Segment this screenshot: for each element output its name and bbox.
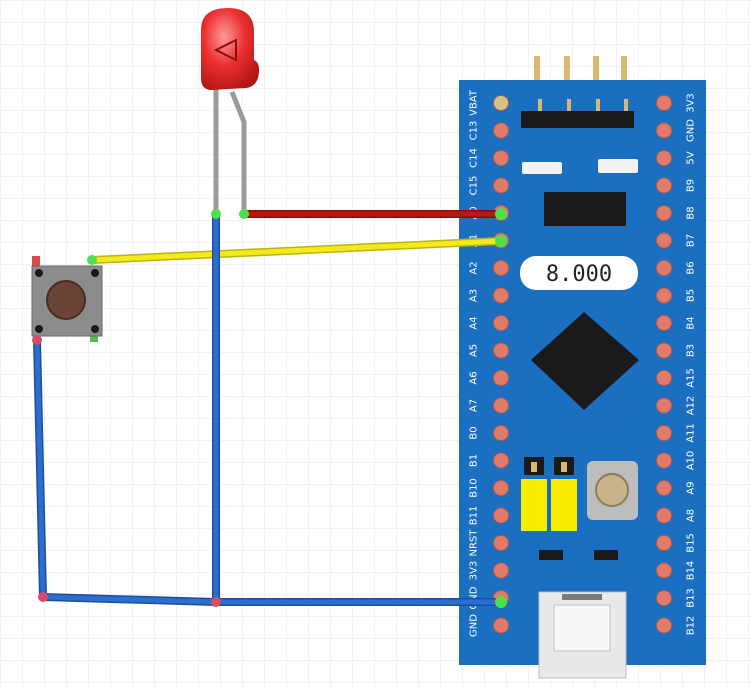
button-cap <box>46 280 86 320</box>
right-pin-hole[interactable] <box>656 287 672 304</box>
right-pin-label: 3V3 <box>686 93 697 113</box>
left-pin-label: A7 <box>469 399 480 412</box>
left-pin-hole[interactable] <box>493 397 509 414</box>
jumper-cap <box>521 479 547 531</box>
crystal-display <box>520 256 638 290</box>
right-pin-hole[interactable] <box>656 315 672 331</box>
right-pin-label: B13 <box>686 588 697 608</box>
right-pin-hole[interactable] <box>656 370 672 386</box>
right-pin-label: B3 <box>686 344 697 357</box>
left-pin-label: B0 <box>469 426 480 439</box>
right-pin-hole[interactable] <box>656 562 672 579</box>
right-pin-hole[interactable] <box>656 260 672 276</box>
right-pin-label: B14 <box>686 561 697 581</box>
right-pin-holes <box>656 95 672 634</box>
left-pin-hole[interactable] <box>493 507 509 524</box>
right-pin-label: B7 <box>686 234 697 247</box>
microcontroller-chip-icon <box>531 312 639 410</box>
right-pin-label: A10 <box>686 451 697 471</box>
left-pin-label: GND <box>469 614 480 637</box>
right-pin-hole[interactable] <box>656 480 672 496</box>
left-pin-label: C15 <box>469 176 480 196</box>
led-inner <box>213 38 237 62</box>
left-pin-hole[interactable] <box>493 480 509 496</box>
right-pin-hole[interactable] <box>656 397 672 414</box>
left-pin-hole[interactable] <box>493 535 509 551</box>
left-pin-label: B10 <box>469 478 480 498</box>
left-pin-label: A3 <box>469 289 480 302</box>
left-pin-label: A4 <box>469 316 480 329</box>
left-pin-hole[interactable] <box>493 150 509 166</box>
right-pin-label: B4 <box>686 316 697 329</box>
right-pin-hole[interactable] <box>656 205 672 221</box>
left-pin-label: NRST <box>469 529 480 557</box>
left-pin-hole[interactable] <box>493 260 509 276</box>
wire-endpoints <box>32 208 507 608</box>
left-pin-hole[interactable] <box>493 177 509 194</box>
left-pin-label: 3V3 <box>469 561 480 581</box>
led-body <box>201 8 259 90</box>
left-pin-hole[interactable] <box>493 452 509 469</box>
right-pin-label: A8 <box>686 509 697 522</box>
display-value: 8.000 <box>546 262 612 287</box>
right-pin-hole[interactable] <box>656 507 672 524</box>
regulator-chip <box>544 192 626 226</box>
left-pin-label: A6 <box>469 371 480 384</box>
smd-resistor <box>522 162 562 174</box>
header-block <box>521 111 634 128</box>
right-pin-label: B8 <box>686 206 697 219</box>
reset-button-cap[interactable] <box>595 473 629 507</box>
left-pin-hole[interactable] <box>493 122 509 139</box>
right-pin-hole[interactable] <box>656 232 672 249</box>
left-pin-hole[interactable] <box>493 315 509 331</box>
right-pin-hole[interactable] <box>656 342 672 359</box>
left-pin-label: VBAT <box>469 89 480 116</box>
right-pin-hole[interactable] <box>656 150 672 166</box>
left-pin-hole[interactable] <box>493 562 509 579</box>
right-pin-label: B6 <box>686 261 697 274</box>
right-pin-label: A15 <box>686 368 697 388</box>
red-led-icon[interactable] <box>201 8 259 214</box>
right-pin-hole[interactable] <box>656 535 672 551</box>
left-pin-label: A2 <box>469 261 480 274</box>
left-pin-hole[interactable] <box>493 95 509 111</box>
smd-resistor <box>598 159 638 173</box>
left-pin-label: A5 <box>469 344 480 357</box>
right-pin-label: A11 <box>686 423 697 443</box>
left-pin-label: C13 <box>469 121 480 141</box>
left-pin-hole[interactable] <box>493 425 509 441</box>
jumper-cap <box>551 479 577 531</box>
right-pin-hole[interactable] <box>656 452 672 469</box>
right-pin-label: 5V <box>686 151 697 164</box>
right-pin-label: B9 <box>686 179 697 192</box>
right-pin-hole[interactable] <box>656 95 672 111</box>
right-pin-label: A9 <box>686 481 697 494</box>
right-pin-label: GND <box>686 119 697 142</box>
right-pin-hole[interactable] <box>656 590 672 606</box>
left-pin-hole[interactable] <box>493 342 509 359</box>
right-pin-hole[interactable] <box>656 617 672 634</box>
left-pin-hole[interactable] <box>493 287 509 304</box>
left-pin-label: B1 <box>469 454 480 467</box>
right-pin-hole[interactable] <box>656 425 672 441</box>
right-pin-label: B12 <box>686 616 697 636</box>
left-pin-label: B11 <box>469 506 480 526</box>
left-pin-label: C14 <box>469 148 480 168</box>
right-pin-hole[interactable] <box>656 122 672 139</box>
right-pin-label: B15 <box>686 533 697 553</box>
right-pin-hole[interactable] <box>656 177 672 194</box>
left-pin-label: GND <box>469 586 480 609</box>
left-pin-hole[interactable] <box>493 617 509 634</box>
left-pin-hole[interactable] <box>493 370 509 386</box>
right-pin-label: A12 <box>686 396 697 416</box>
push-button-icon[interactable] <box>31 256 103 342</box>
right-pin-label: B5 <box>686 289 697 302</box>
